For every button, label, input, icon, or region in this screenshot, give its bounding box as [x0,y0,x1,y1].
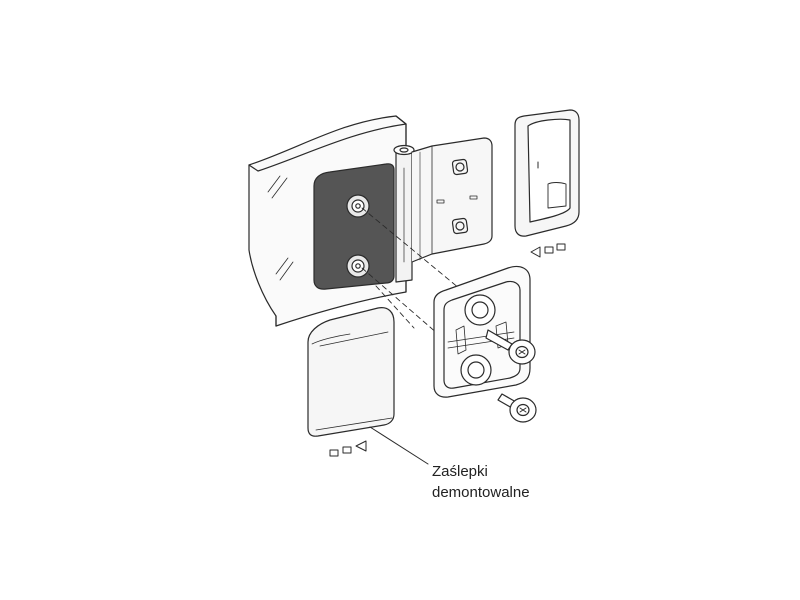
hinge-body [393,137,493,283]
left-direction-arrows [329,440,367,457]
right-direction-arrows [530,243,566,258]
caption-line-1: Zaślepki [432,463,488,480]
left-cover-cap [307,307,395,437]
base-plate [433,265,531,398]
caption-leader-line [369,426,429,465]
caption: Zaślepki demontowalne [432,461,530,503]
caption-line-2: demontowalne [432,484,530,501]
right-cover-cap [514,109,580,237]
mounting-plate [313,163,395,290]
screw-upper [485,329,536,365]
screw-lower [497,393,537,423]
